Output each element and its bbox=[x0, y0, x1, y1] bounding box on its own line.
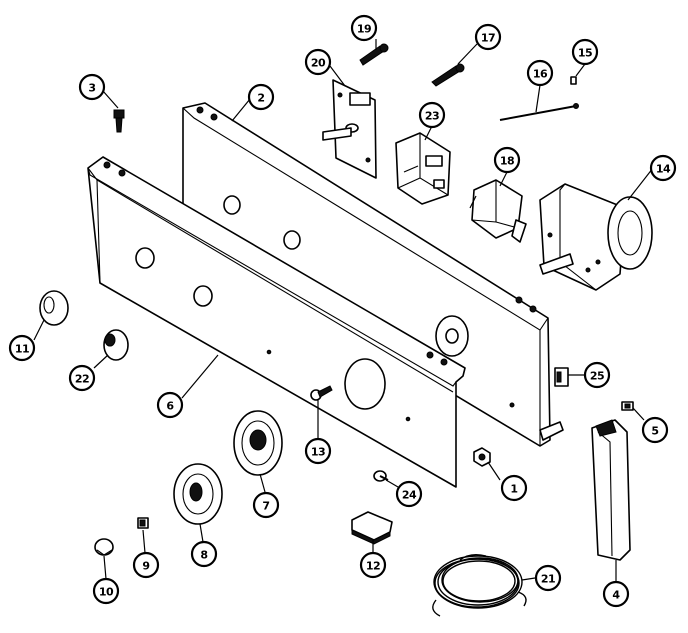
callout-label: 4 bbox=[612, 589, 620, 602]
callout-label: 6 bbox=[166, 400, 174, 413]
callout-label: 20 bbox=[311, 57, 326, 70]
callout-label: 7 bbox=[262, 500, 269, 513]
callout-label: 25 bbox=[590, 370, 604, 383]
callout-16: 16 bbox=[526, 59, 554, 87]
callout-label: 8 bbox=[200, 549, 207, 562]
callout-label: 21 bbox=[541, 573, 555, 586]
callout-label: 23 bbox=[425, 110, 439, 123]
callout-label: 1 bbox=[510, 483, 517, 496]
callout-21: 21 bbox=[534, 564, 562, 592]
callout-24: 24 bbox=[395, 480, 423, 508]
part-10-cap bbox=[94, 538, 114, 556]
callout-25: 25 bbox=[583, 361, 611, 389]
part-23-switch bbox=[395, 132, 451, 205]
part-24-screw bbox=[373, 470, 389, 482]
callout-label: 15 bbox=[578, 47, 592, 60]
part-15-clip bbox=[570, 76, 577, 85]
callout-label: 24 bbox=[402, 489, 417, 502]
callout-7: 7 bbox=[252, 491, 280, 519]
callout-23: 23 bbox=[418, 101, 446, 129]
callout-3: 3 bbox=[78, 73, 106, 101]
callout-10: 10 bbox=[92, 577, 120, 605]
callout-label: 16 bbox=[533, 68, 548, 81]
part-4-end-cap bbox=[591, 419, 631, 561]
part-3-screw bbox=[113, 109, 125, 133]
part-25-block bbox=[554, 367, 569, 387]
callout-4: 4 bbox=[602, 580, 630, 608]
part-14-timer bbox=[539, 183, 653, 291]
callout-13: 13 bbox=[304, 437, 332, 465]
part-2-rear-panel bbox=[182, 102, 564, 447]
callout-label: 13 bbox=[311, 446, 325, 459]
callout-12: 12 bbox=[359, 551, 387, 579]
callout-15: 15 bbox=[571, 38, 599, 66]
part-8-dial bbox=[173, 463, 223, 525]
callout-label: 19 bbox=[357, 23, 371, 36]
part-22-knob bbox=[103, 329, 129, 361]
callout-17: 17 bbox=[474, 23, 502, 51]
part-21-wire-harness bbox=[432, 553, 527, 617]
part-6-front-panel bbox=[87, 156, 466, 488]
callout-label: 12 bbox=[366, 560, 380, 573]
callout-14: 14 bbox=[649, 154, 677, 182]
callout-label: 9 bbox=[142, 560, 149, 573]
callout-19: 19 bbox=[350, 14, 378, 42]
callout-1: 1 bbox=[500, 474, 528, 502]
part-18-relay bbox=[469, 179, 527, 243]
callout-label: 17 bbox=[481, 32, 495, 45]
callout-label: 3 bbox=[88, 82, 95, 95]
leader-lines bbox=[33, 39, 654, 582]
part-9-clip bbox=[137, 517, 149, 529]
part-16-rod bbox=[499, 103, 579, 121]
part-7-dial bbox=[233, 410, 283, 476]
part-17-screw bbox=[431, 63, 465, 87]
callout-label: 5 bbox=[651, 425, 658, 438]
part-5-clip bbox=[621, 401, 634, 411]
callout-6: 6 bbox=[156, 391, 184, 419]
callout-8: 8 bbox=[190, 540, 218, 568]
part-12-block bbox=[351, 511, 393, 545]
callout-22: 22 bbox=[68, 364, 96, 392]
callout-label: 10 bbox=[99, 586, 114, 599]
part-19-screw bbox=[359, 43, 389, 66]
callout-label: 2 bbox=[257, 92, 264, 105]
callout-20: 20 bbox=[304, 48, 332, 76]
callout-label: 22 bbox=[75, 373, 89, 386]
part-20-bracket bbox=[322, 79, 377, 179]
callout-9: 9 bbox=[132, 551, 160, 579]
callout-5: 5 bbox=[641, 416, 669, 444]
callout-2: 2 bbox=[247, 83, 275, 111]
callout-18: 18 bbox=[493, 146, 521, 174]
part-13-screw bbox=[310, 385, 333, 401]
callout-label: 11 bbox=[15, 343, 29, 356]
callout-label: 18 bbox=[500, 155, 514, 168]
callout-label: 14 bbox=[656, 163, 671, 176]
callout-11: 11 bbox=[8, 334, 36, 362]
part-11-knob-cap bbox=[39, 290, 69, 326]
part-1-nut bbox=[473, 447, 491, 467]
